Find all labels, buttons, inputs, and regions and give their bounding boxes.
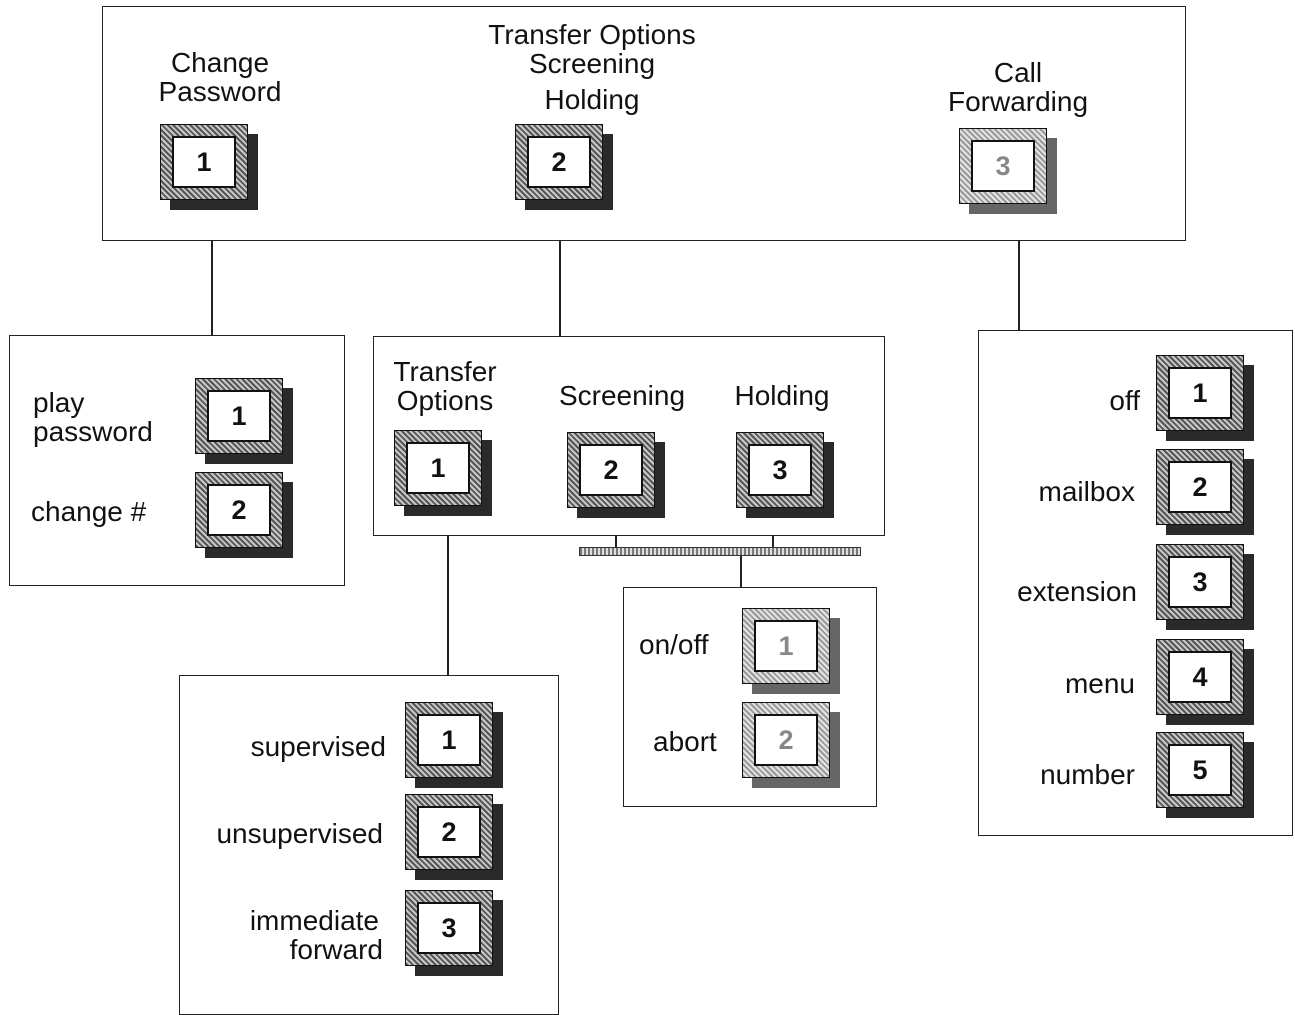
key-1-icon[interactable]: 1 — [1156, 355, 1256, 443]
menu-label: menu — [1064, 668, 1135, 699]
key-1-icon[interactable]: 1 — [742, 608, 842, 696]
extension-label: extension — [1017, 576, 1137, 607]
connector-line — [211, 241, 213, 335]
connector-line — [559, 241, 561, 336]
connector-line — [740, 556, 742, 587]
key-4-icon[interactable]: 4 — [1156, 639, 1256, 727]
transfer-options-label: Transfer Options Screening Holding — [488, 19, 696, 115]
key-2-icon[interactable]: 2 — [515, 124, 615, 212]
key-3-icon[interactable]: 3 — [405, 890, 505, 978]
key-3-icon[interactable]: 3 — [736, 432, 836, 520]
mailbox-label: mailbox — [1038, 476, 1135, 507]
key-2-icon[interactable]: 2 — [405, 794, 505, 882]
off-label: off — [1109, 385, 1140, 416]
key-5-icon[interactable]: 5 — [1156, 732, 1256, 820]
key-3-icon[interactable]: 3 — [959, 128, 1059, 216]
password-panel — [9, 335, 345, 586]
call-forwarding-panel — [978, 330, 1293, 836]
connector-line — [772, 536, 774, 547]
change-password-label: Change Password — [158, 47, 282, 107]
key-2-icon[interactable]: 2 — [195, 472, 295, 560]
holding-label: Holding — [734, 380, 830, 411]
key-2-icon[interactable]: 2 — [742, 702, 842, 790]
on-off-label: on/off — [639, 629, 709, 660]
unsupervised-label: unsupervised — [216, 818, 383, 849]
key-1-icon[interactable]: 1 — [405, 702, 505, 790]
screening-panel — [623, 587, 877, 807]
play-password-label: play password — [33, 387, 153, 447]
key-1-icon[interactable]: 1 — [160, 124, 260, 212]
key-3-icon[interactable]: 3 — [1156, 544, 1256, 632]
number-label: number — [1040, 759, 1135, 790]
change-number-label: change # — [31, 496, 147, 527]
abort-label: abort — [653, 726, 717, 757]
key-2-icon[interactable]: 2 — [567, 432, 667, 520]
hatched-bar — [579, 547, 861, 556]
supervised-label: supervised — [250, 731, 386, 762]
screening-label: Screening — [558, 380, 686, 411]
connector-line — [447, 536, 449, 675]
immediate-forward-label: immediate forward — [249, 905, 383, 965]
connector-line — [615, 536, 617, 547]
call-forwarding-label: Call Forwarding — [947, 57, 1089, 117]
transfer-options-label: Transfer Options — [393, 356, 497, 416]
connector-line — [1018, 241, 1020, 330]
transfer-screening-holding-panel — [373, 336, 885, 536]
key-2-icon[interactable]: 2 — [1156, 449, 1256, 537]
key-1-icon[interactable]: 1 — [394, 430, 494, 518]
key-1-icon[interactable]: 1 — [195, 378, 295, 466]
top-menu-panel — [102, 6, 1186, 241]
